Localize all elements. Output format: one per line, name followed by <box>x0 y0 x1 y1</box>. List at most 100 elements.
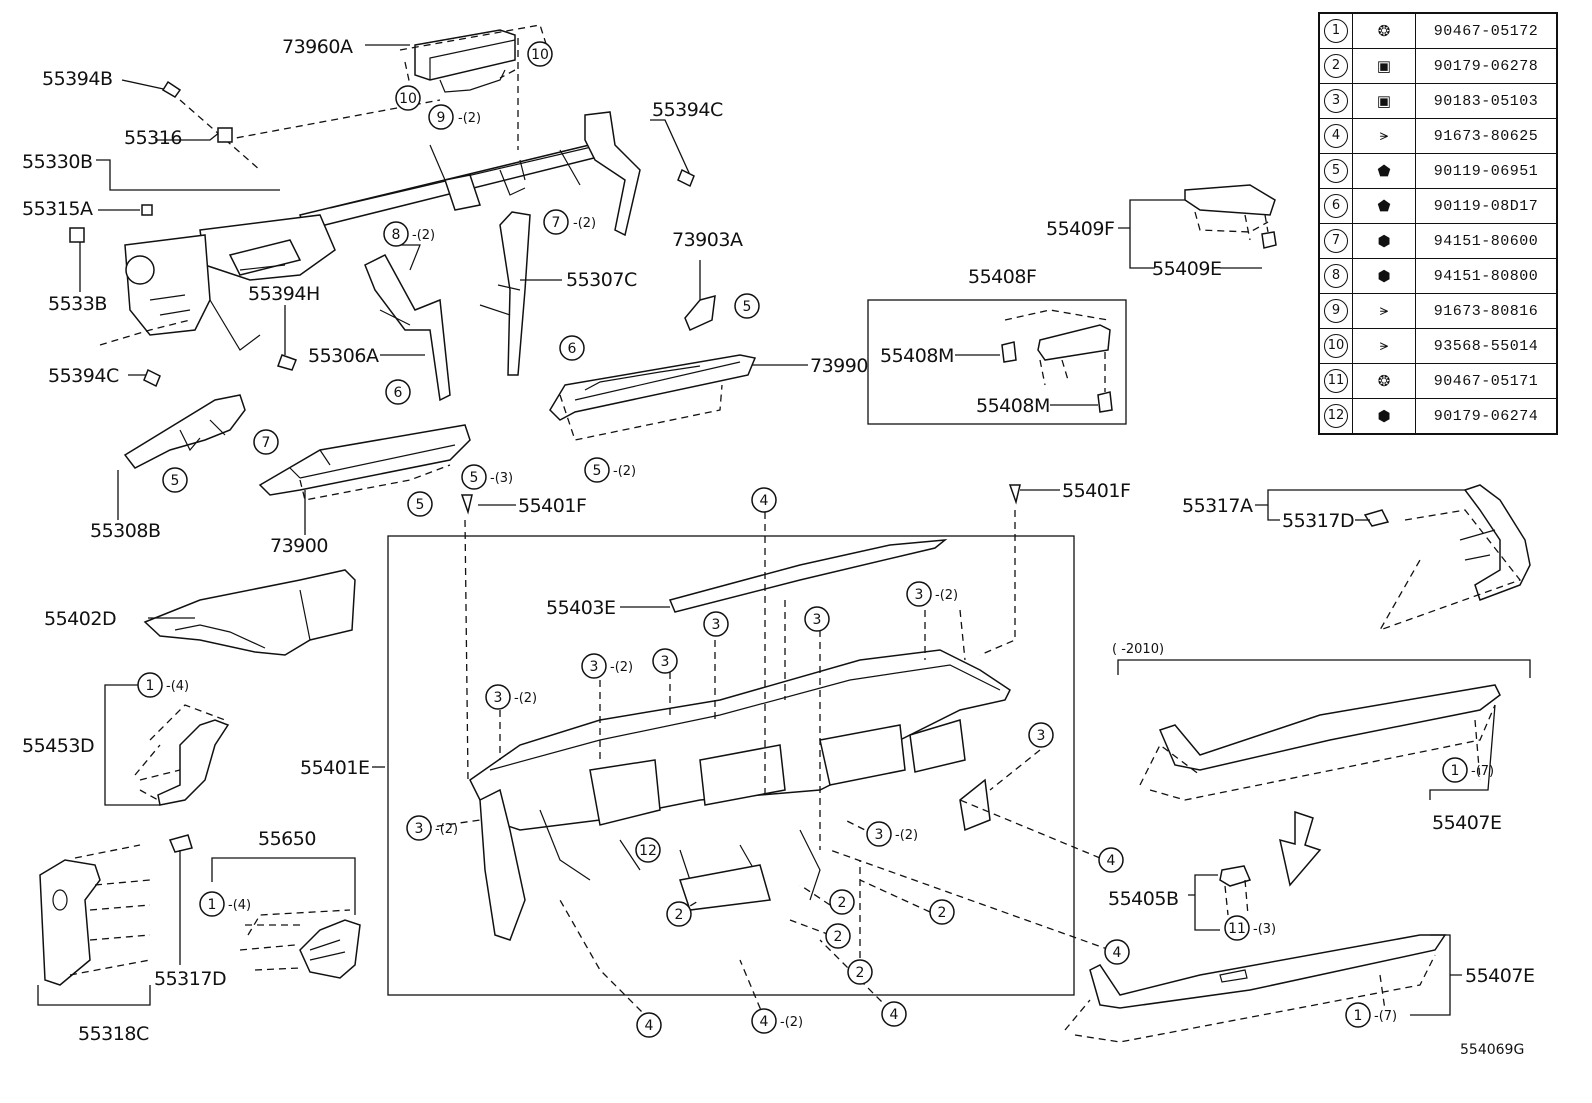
svg-text:4: 4 <box>760 493 769 509</box>
screw-icon: ⪫ <box>1352 328 1416 364</box>
callout-10: 10 <box>527 41 553 67</box>
label-55407E-bottom: 55407E <box>1465 965 1534 987</box>
reference-number-circle: 4 <box>1324 124 1348 148</box>
label-55394C-top: 55394C <box>652 99 723 121</box>
reference-number-circle: 3 <box>1324 89 1348 113</box>
callout-11: 11-(3) <box>1224 915 1276 941</box>
svg-text:10: 10 <box>531 47 549 63</box>
label-55401E: 55401E <box>300 757 369 779</box>
label-55403E: 55403E <box>546 597 615 619</box>
nut-clip-icon: ▣ <box>1352 48 1416 84</box>
svg-text:8: 8 <box>392 227 401 243</box>
svg-text:5: 5 <box>743 299 752 315</box>
reference-number: 4 <box>1318 118 1353 154</box>
svg-text:3: 3 <box>813 612 822 628</box>
svg-text:-(2): -(2) <box>435 822 458 837</box>
callout-3: 3-(2) <box>866 821 918 847</box>
leader-lines <box>37 44 1496 1016</box>
part-labels: 73960A 55394B 55316 55330B 55315A 5533B … <box>22 36 1535 1058</box>
svg-text:-(7): -(7) <box>1471 764 1494 779</box>
svg-text:3: 3 <box>415 821 424 837</box>
clip-55405B <box>1219 865 1252 916</box>
reference-number: 8 <box>1318 258 1353 294</box>
svg-text:4: 4 <box>645 1018 654 1034</box>
callout-7: 7 <box>253 429 279 455</box>
screw-icon: ⪫ <box>1352 118 1416 154</box>
callout-2: 2 <box>666 901 692 927</box>
reference-row: 1❂90467-05172 <box>1318 12 1558 49</box>
reference-row: 4⪫91673-80625 <box>1318 118 1558 154</box>
svg-text:11: 11 <box>1228 921 1246 937</box>
reference-part-number: 90183-05103 <box>1415 83 1558 119</box>
svg-text:3: 3 <box>712 617 721 633</box>
reference-row: 3▣90183-05103 <box>1318 83 1558 119</box>
panel-55318C <box>39 834 193 986</box>
callout-4: 4-(2) <box>751 1008 803 1034</box>
svg-text:-(2): -(2) <box>613 464 636 479</box>
reference-part-number: 90179-06278 <box>1415 48 1558 84</box>
reference-row: 5⬟90119-06951 <box>1318 153 1558 189</box>
label-73903A: 73903A <box>672 229 743 251</box>
callout-4: 4 <box>636 1012 662 1038</box>
label-55317D-top: 55317D <box>1282 510 1354 532</box>
reference-number-circle: 9 <box>1324 299 1348 323</box>
svg-text:1: 1 <box>1451 763 1460 779</box>
callout-5: 5 <box>734 293 760 319</box>
callout-2: 2 <box>829 889 855 915</box>
reference-number: 7 <box>1318 223 1353 259</box>
svg-text:5: 5 <box>416 497 425 513</box>
label-55409E: 55409E <box>1152 258 1221 280</box>
reference-number-circle: 1 <box>1324 19 1348 43</box>
callout-5: 5-(3) <box>461 464 513 490</box>
callouts: 10 10 9-(2) 7-(2) 8-(2) 5 6 6 7 5 5 5-(3… <box>137 41 1494 1038</box>
svg-text:6: 6 <box>394 385 403 401</box>
callout-4: 4 <box>881 1001 907 1027</box>
svg-text:-(2): -(2) <box>935 588 958 603</box>
label-73900: 73900 <box>270 535 328 557</box>
label-55650: 55650 <box>258 828 316 850</box>
svg-text:-(2): -(2) <box>514 691 537 706</box>
svg-text:-(3): -(3) <box>490 471 513 486</box>
svg-text:2: 2 <box>856 965 865 981</box>
bolt-icon: ⬟ <box>1352 188 1416 224</box>
nut-icon: ⬢ <box>1352 258 1416 294</box>
svg-text:-(2): -(2) <box>573 216 596 231</box>
callout-3: 3 <box>1028 722 1054 748</box>
label-5533B: 5533B <box>48 293 107 315</box>
label-55316: 55316 <box>124 127 182 149</box>
reference-part-number: 93568-55014 <box>1415 328 1558 364</box>
label-55306A: 55306A <box>308 345 379 367</box>
callout-1: 1 -(7) <box>1442 757 1494 783</box>
svg-text:7: 7 <box>262 435 271 451</box>
cover-55402D <box>143 569 356 656</box>
reference-part-number: 91673-80816 <box>1415 293 1558 329</box>
main-panel-box <box>387 510 1111 1021</box>
svg-text:2: 2 <box>675 907 684 923</box>
reference-number-circle: 2 <box>1324 54 1348 78</box>
svg-text:3: 3 <box>661 654 670 670</box>
label-55408M-top: 55408M <box>880 345 954 367</box>
label-55401F-left: 55401F <box>518 495 586 517</box>
reference-part-number: 90467-05171 <box>1415 363 1558 399</box>
callout-3: 3-(2) <box>485 684 537 710</box>
callout-8: 8 -(2) <box>383 221 435 247</box>
svg-text:-(2): -(2) <box>412 228 435 243</box>
label-55308B: 55308B <box>90 520 160 542</box>
down-arrow-icon <box>1278 810 1322 887</box>
reference-number-circle: 11 <box>1324 369 1348 393</box>
fasteners <box>69 80 1021 515</box>
screw-icon: ⪫ <box>1352 293 1416 329</box>
callout-1: 1-(4) <box>199 891 251 917</box>
callout-10: 10 <box>395 85 421 111</box>
reinforcement-assembly <box>123 111 641 469</box>
label-55394B: 55394B <box>42 68 112 90</box>
label-55317D-bottom: 55317D <box>154 968 226 990</box>
svg-text:2: 2 <box>834 929 843 945</box>
nut-clip-icon: ▣ <box>1352 83 1416 119</box>
label-55394H: 55394H <box>248 283 320 305</box>
year-range-label: ( -2010) <box>1112 642 1164 657</box>
